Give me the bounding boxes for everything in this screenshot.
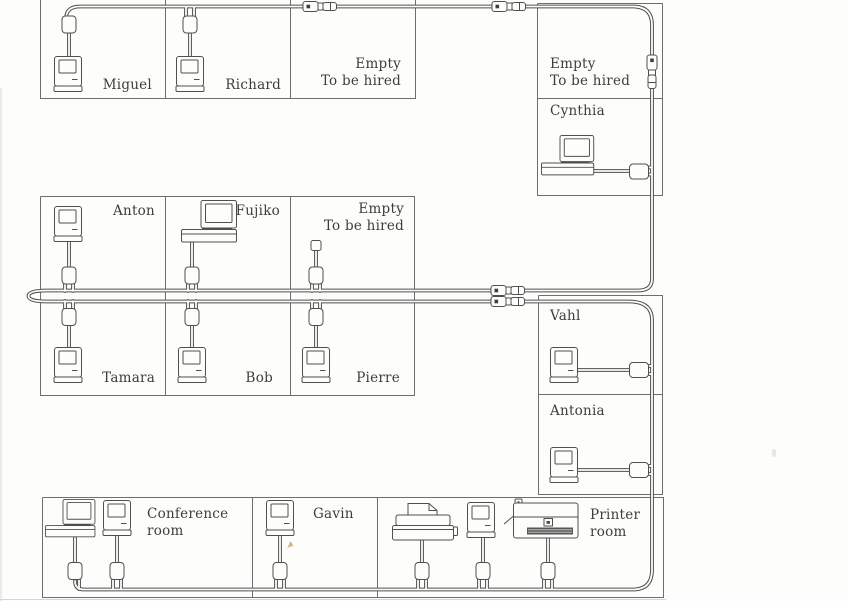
room-block-middle (40, 196, 415, 396)
mac-printer-room-icon (466, 502, 496, 538)
room-label-empty-mid-line1: Empty (358, 201, 404, 217)
room-label-bob: Bob (245, 370, 273, 386)
room-block-bottom (42, 497, 664, 598)
mac-gavin-icon (265, 500, 295, 536)
cable-extenders (302, 1, 658, 307)
room-label-printer-line1: Printer (590, 507, 641, 523)
imagewriter-icon (392, 503, 458, 541)
room-label-empty-top-line2: To be hired (320, 72, 401, 89)
room-label-pierre: Pierre (356, 370, 400, 386)
room-label-antonia: Antonia (550, 403, 605, 419)
room-label-richard: Richard (225, 77, 281, 93)
mac-tamara-icon (53, 347, 83, 383)
laserwriter-icon (503, 498, 579, 539)
room-label-conference-line1: Conference (147, 506, 229, 522)
mac-anton-icon (53, 206, 83, 242)
room-label-fujiko: Fujiko (235, 203, 280, 219)
mac2-fujiko-icon (181, 200, 237, 243)
room-walls (40, 0, 664, 598)
mac-antonia-icon (549, 447, 579, 483)
room-label-printer-line2: room (590, 523, 627, 540)
room-label-empty-top-line1: Empty (355, 56, 401, 72)
pen-mark (287, 541, 294, 549)
scan-smudge (772, 449, 776, 457)
room-label-anton: Anton (113, 203, 155, 219)
dangling-plug-icon (310, 240, 322, 251)
room-label-tamara: Tamara (102, 370, 155, 386)
mac-miguel-icon (53, 56, 83, 92)
mac2-cynthia-icon (541, 135, 595, 176)
room-block-top-left (40, 0, 416, 99)
room-label-empty-mid-line2: To be hired (323, 217, 404, 234)
room-label-conference-line2: room (147, 522, 184, 539)
mac-conference-icon (102, 500, 132, 536)
room-block-top-right (537, 3, 663, 196)
room-label-cynthia: Cynthia (550, 103, 605, 119)
scan-artifacts (0, 88, 776, 601)
mac-bob-icon (177, 347, 207, 383)
mac-richard-icon (175, 56, 205, 92)
mac2-conference-icon (45, 499, 96, 538)
room-label-empty-right-line1: Empty (550, 56, 596, 72)
room-label-vahl: Vahl (550, 308, 581, 324)
room-label-gavin: Gavin (313, 506, 354, 522)
room-label-empty-right-line2: To be hired (550, 72, 631, 89)
network-connectors (61, 15, 649, 580)
mac-vahl-icon (549, 347, 579, 383)
room-label-miguel: Miguel (102, 77, 152, 93)
mac-pierre-icon (301, 347, 331, 383)
room-block-right-middle (538, 295, 663, 495)
